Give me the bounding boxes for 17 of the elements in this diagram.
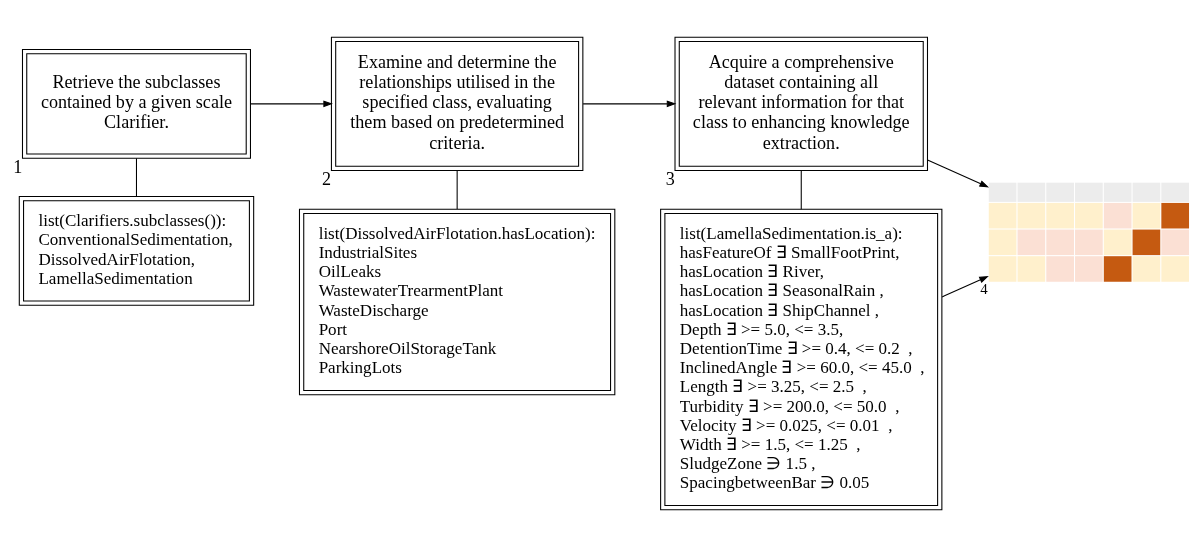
node-box: list(Clarifiers.subclasses()): ConventionalSedimentation, DissolvedAirFlotation, LamellaSedimentation bbox=[18, 196, 255, 306]
node-label: 3 bbox=[665, 168, 675, 189]
node-label: 4 bbox=[980, 281, 988, 298]
node-box: list(LamellaSedimentation.is_a): hasFeatureOf ∃ SmallFootPrint, hasLocation ∃ River, hasLocation ∃ SeasonalRain , hasLocation ∃ ShipChannel , Depth ∃ >= 5.0, <= 3.5, DetentionTime ∃ >= 0.4, <= 0.2 , InclinedAngle ∃ >= 60.0, <= 45.0 , Length ∃ >= 3.25, <= 2.5 , Turbidity ∃ >= 200.0, <= 50.0 , Velocity ∃ >= 0.025, <= 0.01 , Width ∃ >= 1.5, <= 1.25 , SludgeZone ∋ 1.5 , SpacingbetweenBar ∋ 0.05 bbox=[660, 208, 943, 511]
arrow bbox=[927, 159, 990, 188]
arrow bbox=[582, 100, 677, 108]
node-label: 2 bbox=[322, 168, 332, 189]
node-box: list(DissolvedAirFlotation.hasLocation): IndustrialSites OilLeaks WastewaterTrearmentPlant WasteDischarge Port NearshoreOilStorageTank ParkingLots bbox=[298, 208, 616, 396]
arrow bbox=[250, 100, 333, 108]
connector bbox=[800, 170, 802, 210]
node-box: Examine and determine the relationships utilised in the specified class, evaluating them based on predetermined criteria. bbox=[330, 36, 584, 171]
node-box: Acquire a comprehensive dataset containing all relevant information for that class to enhancing knowledge extraction. bbox=[674, 36, 929, 171]
node-label: 1 bbox=[13, 156, 23, 177]
arrow bbox=[941, 276, 989, 298]
node-box: Retrieve the subclasses contained by a given scale Clarifier. bbox=[21, 48, 251, 159]
connector bbox=[135, 157, 137, 197]
connector bbox=[456, 169, 458, 210]
